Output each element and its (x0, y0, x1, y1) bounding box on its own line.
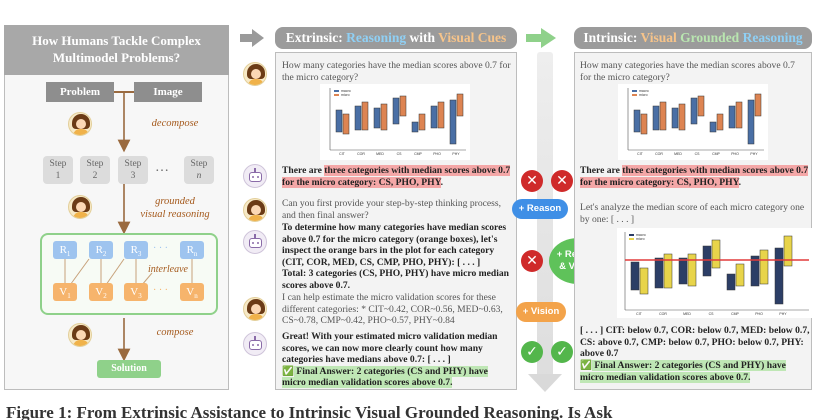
extrinsic-boxplot: macro micro CIT COR MED CS CMP PHO PHY (320, 84, 470, 160)
v1-box: V1 (53, 283, 77, 301)
svg-text:PHY: PHY (779, 312, 787, 316)
robot-avatar-icon (243, 332, 267, 356)
intrinsic-boxplot: macro micro CIT COR MED CS CMP PHO PHY (618, 84, 768, 160)
r-dots: · · · (153, 243, 168, 254)
grounded-label: grounded (155, 196, 195, 207)
svg-text:PHO: PHO (433, 152, 441, 156)
svg-text:CMP: CMP (414, 152, 422, 156)
svg-text:CMP: CMP (712, 152, 720, 156)
interleave-arrows (64, 258, 193, 293)
v2-box: V2 (89, 283, 113, 301)
human-avatar-icon (68, 323, 92, 347)
check-icon: ✅ (580, 360, 592, 371)
vision-badge: + Vision (516, 302, 566, 322)
solution-box: Solution (97, 360, 161, 378)
visual-reasoning-label: visual reasoning (140, 209, 210, 220)
step-ellipsis: … (155, 160, 169, 175)
extrinsic-vision-prompt: I can help estimate the micro validation… (282, 292, 503, 327)
human-avatar-icon (243, 198, 267, 222)
wrong-icon: ✕ (521, 170, 543, 192)
svg-text:CIT: CIT (636, 312, 643, 316)
wrong-icon: ✕ (521, 250, 543, 272)
robot-avatar-icon (243, 164, 267, 188)
arrow-right-icon (240, 29, 264, 47)
svg-text:CIT: CIT (339, 152, 346, 156)
right-icon: ✓ (521, 341, 543, 363)
r1-box: R1 (53, 241, 77, 259)
r2-box: R2 (89, 241, 113, 259)
center-down-arrow-icon (528, 374, 562, 392)
v-dots: · · · (153, 285, 168, 296)
svg-text:micro: micro (636, 237, 645, 241)
rn-box: Rn (180, 241, 204, 259)
extrinsic-final: Great! With your estimated micro validat… (282, 331, 498, 389)
decompose-label: decompose (151, 118, 199, 129)
svg-text:PHY: PHY (750, 152, 758, 156)
human-avatar-icon (243, 62, 267, 86)
human-avatar-icon (243, 297, 267, 321)
flow-arrows (117, 93, 131, 362)
wrong-icon: ✕ (551, 170, 573, 192)
v3-box: V3 (124, 283, 148, 301)
intrinsic-header: Intrinsic: Visual Grounded Reasoning (574, 27, 812, 49)
intrinsic-annotated-boxplot: macro micro CIT COR MED CS CMP PHO PHY (617, 228, 813, 318)
reason-badge: + Reason (512, 199, 568, 219)
arrow-right-green-icon (526, 28, 556, 48)
svg-text:CS: CS (709, 312, 715, 316)
check-icon: ✅ (282, 365, 294, 377)
svg-text:macro: macro (636, 233, 646, 237)
right-icon: ✓ (551, 341, 573, 363)
compose-label: compose (156, 327, 194, 338)
svg-text:COR: COR (357, 152, 365, 156)
svg-text:micro: micro (341, 93, 350, 97)
figure-caption: Figure 1: From Extrinsic Assistance to I… (6, 403, 613, 420)
vn-box: Vn (180, 283, 204, 301)
extrinsic-answer-1: There are three categories with median s… (282, 165, 511, 188)
svg-text:CIT: CIT (637, 152, 644, 156)
svg-text:COR: COR (659, 312, 667, 316)
human-avatar-icon (68, 112, 92, 136)
svg-text:macro: macro (341, 89, 351, 93)
extrinsic-reasoning: To determine how many categories have me… (282, 222, 510, 291)
svg-text:MED: MED (674, 152, 682, 156)
human-panel-title: How Humans Tackle Complex Multimodel Pro… (4, 25, 229, 75)
svg-text:CS: CS (695, 152, 701, 156)
intrinsic-analyze: Let's analyze the median score of each m… (580, 202, 805, 225)
svg-text:CS: CS (397, 152, 403, 156)
image-box: Image (134, 82, 202, 102)
connector-bar (114, 91, 134, 93)
svg-text:MED: MED (683, 312, 691, 316)
svg-text:PHO: PHO (731, 152, 739, 156)
intrinsic-question: How many categories have the median scor… (580, 60, 795, 83)
svg-text:PHY: PHY (452, 152, 460, 156)
intrinsic-result: [ . . . ] CIT: below 0.7, COR: below 0.7… (580, 325, 810, 360)
intrinsic-final: ✅ Final Answer: 2 categories (CS and PHY… (580, 360, 786, 383)
svg-text:macro: macro (639, 89, 649, 93)
svg-text:PHO: PHO (755, 312, 763, 316)
r3-box: R3 (124, 241, 148, 259)
human-avatar-icon (68, 195, 92, 219)
svg-text:COR: COR (655, 152, 663, 156)
problem-box: Problem (46, 82, 114, 102)
intrinsic-answer-1: There are three categories with median s… (580, 165, 809, 188)
svg-text:CMP: CMP (731, 312, 739, 316)
svg-text:micro: micro (639, 93, 648, 97)
extrinsic-followup: Can you first provide your step-by-step … (282, 198, 502, 221)
extrinsic-question: How many categories have the median scor… (282, 60, 511, 83)
robot-avatar-icon (243, 230, 267, 254)
interleave-label: interleave (148, 264, 188, 275)
extrinsic-header: Extrinsic: Reasoning with Visual Cues (275, 27, 517, 49)
svg-text:MED: MED (376, 152, 384, 156)
